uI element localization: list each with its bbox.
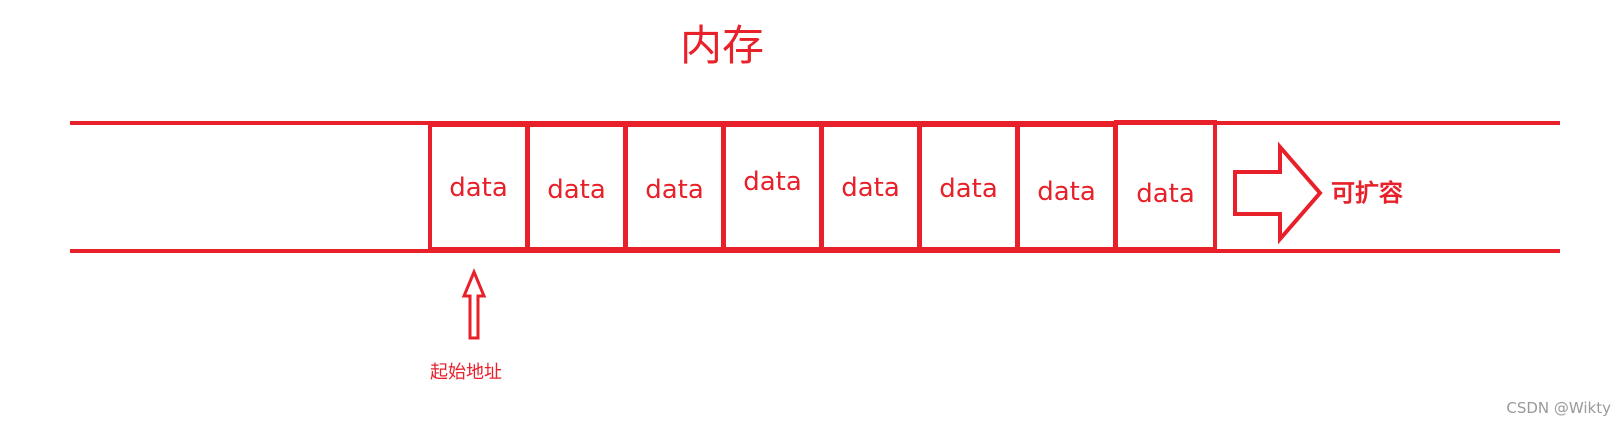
memory-cell-1-label: data <box>449 173 508 203</box>
memory-cell-3-label: data <box>645 175 704 205</box>
start-address-label: 起始地址 <box>430 362 502 383</box>
expand-arrow-icon <box>1233 141 1323 245</box>
memory-cell-4-label: data <box>743 167 802 197</box>
memory-cell-6-label: data <box>939 174 998 204</box>
watermark-text: CSDN @Wikty <box>1506 399 1611 417</box>
memory-cell-8-label: data <box>1136 179 1195 209</box>
start-address-arrow-icon <box>461 268 487 340</box>
memory-cell-2-label: data <box>547 175 606 205</box>
expand-label: 可扩容 <box>1331 179 1403 207</box>
memory-cell-7-label: data <box>1037 177 1096 207</box>
memory-cell-5-label: data <box>841 173 900 203</box>
diagram-title: 内存 <box>680 21 764 70</box>
memory-cells: data data data data data data data data <box>428 120 1217 251</box>
memory-cell-8 <box>1114 120 1217 251</box>
